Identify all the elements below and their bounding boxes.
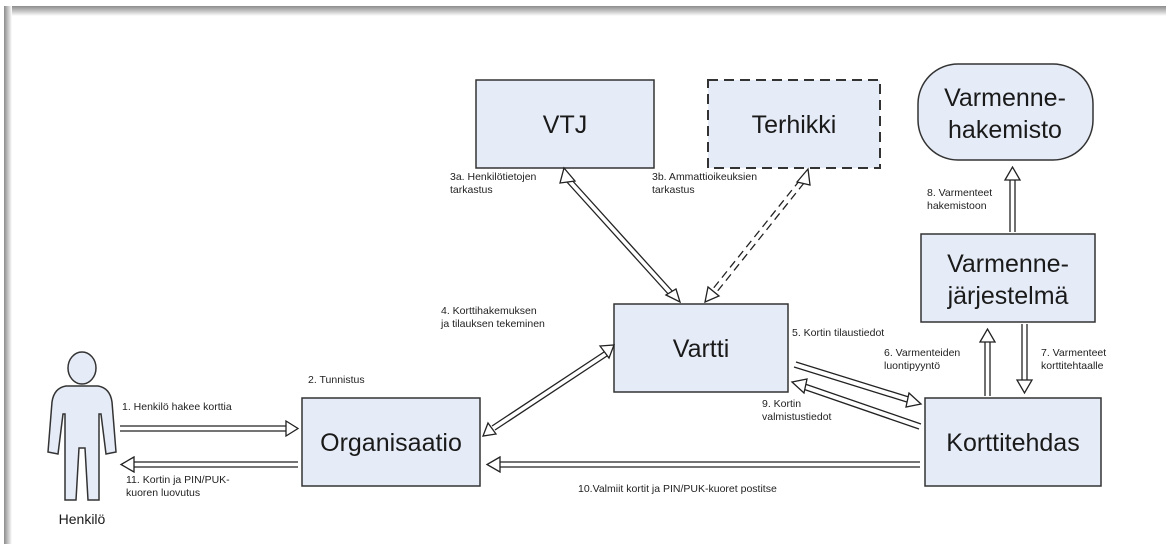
person-label: Henkilö	[59, 511, 106, 527]
label-step9-line2: valmistustiedot	[762, 411, 832, 423]
arrow-step3a	[559, 166, 682, 304]
node-varmennejarjestelma-line2: järjestelmä	[947, 282, 1069, 310]
node-varmennehakemisto: Varmenne- hakemisto	[917, 63, 1094, 161]
label-step9-line1: 9. Kortin	[762, 398, 801, 410]
node-vtj-label: VTJ	[543, 111, 587, 139]
label-step3a-line1: 3a. Henkilötietojen	[450, 171, 537, 183]
label-step5: 5. Kortin tilaustiedot	[792, 327, 884, 339]
node-vartti-label: Vartti	[673, 335, 730, 363]
arrow-step3b	[711, 179, 805, 294]
arrow-step11	[119, 455, 298, 474]
label-step11-line1: 11. Kortin ja PIN/PUK-	[126, 474, 230, 486]
node-vtj: VTJ	[475, 79, 655, 169]
label-step8-line2: hakemistoon	[927, 200, 987, 212]
node-terhikki-label: Terhikki	[752, 111, 837, 139]
arrow-step9	[790, 378, 922, 430]
label-step6-line2: luontipyyntö	[884, 360, 940, 372]
label-step1: 1. Henkilö hakee korttia	[122, 401, 232, 413]
label-step7-line1: 7. Varmenteet	[1041, 347, 1106, 359]
node-varmennehakemisto-line1: Varmenne-	[944, 84, 1066, 112]
label-step11-line2: kuoren luovutus	[126, 487, 200, 499]
person-icon	[47, 351, 117, 501]
label-step7-line2: korttitehtaalle	[1041, 360, 1104, 372]
arrow-step7	[1015, 324, 1034, 395]
label-step4-line1: 4. Korttihakemuksen	[441, 305, 537, 317]
label-step2: 2. Tunnistus	[308, 374, 365, 386]
node-korttitehdas: Korttitehdas	[924, 397, 1102, 487]
node-terhikki: Terhikki	[707, 79, 881, 169]
arrow-step8	[1003, 165, 1022, 232]
arrow-step1	[120, 419, 300, 438]
arrow-step6	[978, 327, 997, 396]
frame-left-shadow	[4, 6, 12, 544]
node-vartti: Vartti	[613, 303, 789, 393]
node-varmennejarjestelma-line1: Varmenne-	[947, 250, 1069, 278]
arrow-step3b-heads	[704, 167, 811, 304]
label-step10: 10.Valmiit kortit ja PIN/PUK-kuoret post…	[578, 483, 777, 495]
node-varmennejarjestelma: Varmenne- järjestelmä	[920, 233, 1096, 323]
node-varmennehakemisto-line2: hakemisto	[948, 116, 1062, 144]
node-korttitehdas-label: Korttitehdas	[946, 429, 1079, 457]
arrow-step4	[481, 344, 615, 437]
node-organisaatio-label: Organisaatio	[320, 429, 462, 457]
arrow-step5	[793, 361, 923, 408]
label-step3a-line2: tarkastus	[450, 184, 493, 196]
label-step3b-line2: tarkastus	[652, 184, 695, 196]
label-step3b-line1: 3b. Ammattioikeuksien	[652, 171, 757, 183]
label-step6-line1: 6. Varmenteiden	[884, 347, 960, 359]
frame-top-shadow	[4, 6, 1166, 16]
label-step8-line1: 8. Varmenteet	[927, 187, 992, 199]
node-organisaatio: Organisaatio	[301, 397, 481, 487]
arrow-step10	[485, 455, 920, 474]
label-step4-line2: ja tilauksen tekeminen	[440, 318, 545, 330]
